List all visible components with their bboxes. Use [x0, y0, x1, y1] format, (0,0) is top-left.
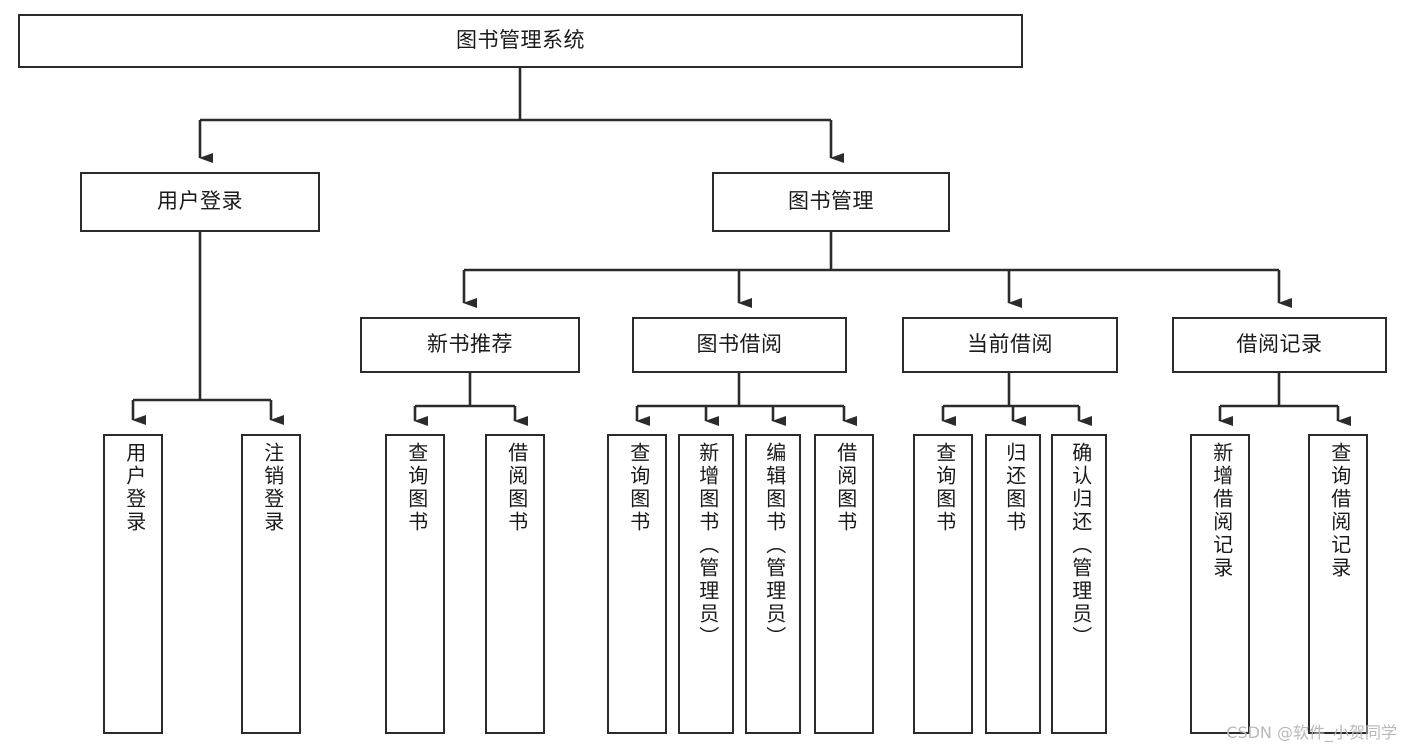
node-leaf-user-login-label: 用户登录 — [122, 442, 145, 534]
node-leaf-query-book-3-label: 查询图书 — [932, 442, 955, 534]
node-leaf-edit-book-label: 编辑图书（管理员） — [762, 442, 785, 649]
node-leaf-logout[interactable]: 注销登录 — [241, 434, 301, 734]
node-root[interactable]: 图书管理系统 — [18, 14, 1023, 68]
node-leaf-return-book[interactable]: 归还图书 — [985, 434, 1041, 734]
node-root-label: 图书管理系统 — [456, 29, 585, 53]
node-leaf-return-book-label: 归还图书 — [1002, 442, 1025, 534]
node-leaf-add-book-label: 新增图书（管理员） — [695, 442, 718, 649]
node-book-borrow-label: 图书借阅 — [696, 333, 783, 357]
node-new-book-rec[interactable]: 新书推荐 — [360, 317, 580, 373]
node-current-borrow[interactable]: 当前借阅 — [902, 317, 1118, 373]
node-leaf-query-book-3[interactable]: 查询图书 — [913, 434, 973, 734]
node-leaf-query-book-2[interactable]: 查询图书 — [607, 434, 667, 734]
node-leaf-borrow-book-1-label: 借阅图书 — [504, 442, 527, 534]
node-book-manage[interactable]: 图书管理 — [712, 172, 950, 232]
node-book-borrow[interactable]: 图书借阅 — [632, 317, 847, 373]
node-current-borrow-label: 当前借阅 — [967, 333, 1053, 357]
node-user-login[interactable]: 用户登录 — [80, 172, 320, 232]
node-leaf-user-login[interactable]: 用户登录 — [103, 434, 163, 734]
csdn-watermark: CSDN @软件_小贺同学 — [1226, 723, 1397, 742]
node-new-book-rec-label: 新书推荐 — [427, 333, 513, 357]
node-leaf-query-book-2-label: 查询图书 — [626, 442, 649, 534]
node-borrow-record-label: 借阅记录 — [1236, 333, 1323, 357]
node-leaf-add-record[interactable]: 新增借阅记录 — [1190, 434, 1250, 734]
node-leaf-borrow-book-1[interactable]: 借阅图书 — [485, 434, 545, 734]
node-leaf-borrow-book-2[interactable]: 借阅图书 — [814, 434, 874, 734]
node-leaf-add-book[interactable]: 新增图书（管理员） — [678, 434, 734, 734]
node-leaf-edit-book[interactable]: 编辑图书（管理员） — [745, 434, 801, 734]
node-leaf-query-record-label: 查询借阅记录 — [1327, 442, 1350, 580]
node-leaf-logout-label: 注销登录 — [260, 442, 283, 534]
node-leaf-confirm-return[interactable]: 确认归还（管理员） — [1051, 434, 1107, 734]
node-leaf-confirm-return-label: 确认归还（管理员） — [1068, 442, 1091, 649]
node-leaf-query-record[interactable]: 查询借阅记录 — [1308, 434, 1368, 734]
node-book-manage-label: 图书管理 — [788, 190, 874, 214]
node-leaf-query-book-1[interactable]: 查询图书 — [385, 434, 445, 734]
node-leaf-borrow-book-2-label: 借阅图书 — [833, 442, 856, 534]
node-leaf-add-record-label: 新增借阅记录 — [1209, 442, 1232, 580]
node-borrow-record[interactable]: 借阅记录 — [1172, 317, 1387, 373]
node-user-login-label: 用户登录 — [157, 190, 243, 214]
node-leaf-query-book-1-label: 查询图书 — [404, 442, 427, 534]
